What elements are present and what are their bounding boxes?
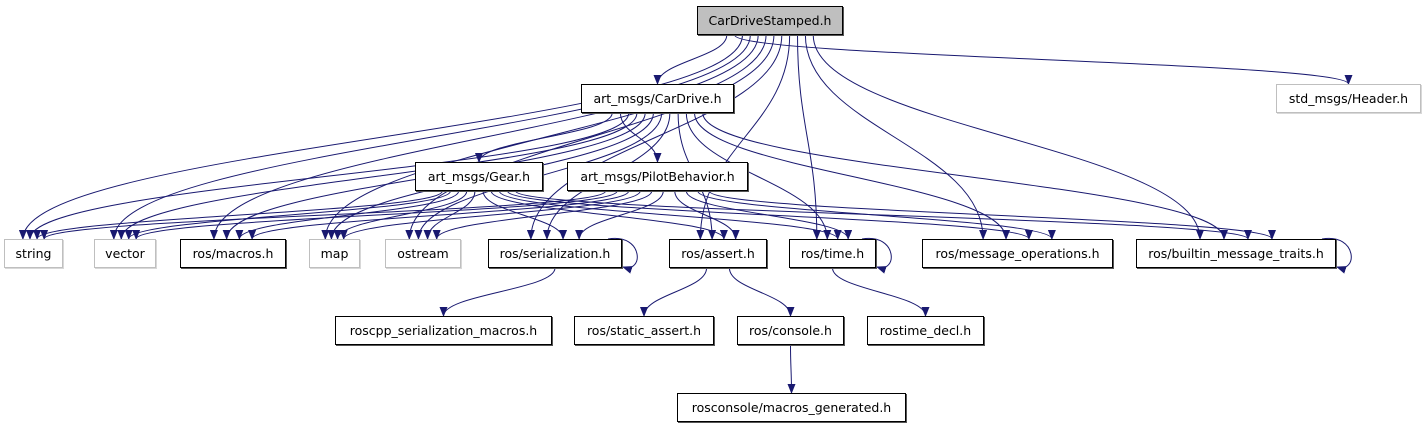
- edge-art-msgs-pilotbehavior-h-to-ros-time-h: [685, 190, 853, 240]
- edge-art-msgs-pilotbehavior-h-to-ros-serialization-h: [575, 190, 664, 240]
- edge-cardrivestamped-h-to-std-msgs-header-h: [734, 34, 1353, 85]
- edge-ros-assert-h-to-ros-console-h: [728, 267, 795, 317]
- edge-art-msgs-pilotbehavior-h-to-ostream: [432, 190, 653, 240]
- node-label: map: [320, 246, 349, 261]
- node-ros-static-assert[interactable]: ros/static_assert.h: [574, 316, 714, 345]
- edge-cardrivestamped-h-to-art-msgs-cardrive-h: [653, 34, 728, 85]
- node-label: ros/macros.h: [192, 246, 274, 261]
- node-label: ostream: [397, 246, 449, 261]
- node-label: ros/console.h: [749, 323, 832, 338]
- node-label: string: [15, 246, 52, 261]
- node-cardrivestamped[interactable]: CarDriveStamped.h: [697, 6, 843, 35]
- edge-art-msgs-pilotbehavior-h-to-ros-assert-h: [674, 190, 740, 240]
- edge-art-msgs-cardrive-h-to-string: [26, 112, 630, 240]
- edge-art-msgs-cardrive-h-to-art-msgs-gear-h: [475, 112, 613, 163]
- node-label: rostime_decl.h: [879, 323, 972, 338]
- node-string[interactable]: string: [4, 239, 63, 268]
- edge-art-msgs-pilotbehavior-h-to-ros-message-operations-h: [697, 190, 1056, 240]
- node-label: vector: [105, 246, 145, 261]
- node-label: ros/assert.h: [681, 246, 755, 261]
- edge-art-msgs-gear-h-to-string: [33, 190, 443, 240]
- edge-art-msgs-cardrive-h-to-ros-time-h: [685, 112, 832, 240]
- node-ros-console[interactable]: ros/console.h: [737, 316, 844, 345]
- edge-art-msgs-pilotbehavior-h-to-vector: [132, 190, 618, 240]
- edge-cardrivestamped-h-to-ros-time-h: [797, 34, 821, 240]
- edge-art-msgs-gear-h-to-ros-builtin-message-traits-h: [515, 190, 1252, 240]
- node-ros-time[interactable]: ros/time.h: [789, 239, 876, 268]
- node-rosconsole-macros-generated[interactable]: rosconsole/macros_generated.h: [677, 393, 906, 422]
- edge-art-msgs-gear-h-to-ros-assert-h: [490, 190, 728, 240]
- node-rostime-decl[interactable]: rostime_decl.h: [867, 316, 984, 345]
- node-label: ros/message_operations.h: [935, 246, 1100, 261]
- edge-cardrivestamped-h-to-ros-assert-h: [696, 34, 791, 240]
- node-label: ros/time.h: [800, 246, 865, 261]
- edge-art-msgs-gear-h-to-vector: [124, 190, 451, 240]
- node-label: rosconsole/macros_generated.h: [691, 400, 892, 415]
- node-map[interactable]: map: [309, 239, 360, 268]
- edge-ros-console-h-to-rosconsole-macros-generated-h: [787, 344, 796, 394]
- edge-cardrivestamped-h-to-ros-serialization-h: [526, 34, 783, 240]
- node-label: ros/serialization.h: [499, 246, 611, 261]
- node-label: art_msgs/PilotBehavior.h: [580, 169, 735, 184]
- node-label: roscpp_serialization_macros.h: [349, 323, 538, 338]
- edge-cardrivestamped-h-to-ros-macros-h: [209, 34, 759, 240]
- edge-art-msgs-pilotbehavior-h-to-ros-builtin-message-traits-h: [708, 190, 1276, 240]
- edge-ros-builtin-message-traits-h-to-ros-builtin-message-traits-h: [1321, 238, 1352, 274]
- edge-art-msgs-cardrive-h-to-vector: [117, 112, 638, 240]
- edge-cardrivestamped-h-to-ros-message-operations-h: [804, 34, 988, 240]
- edge-ros-time-h-to-rostime-decl-h: [832, 267, 930, 317]
- node-label: CarDriveStamped.h: [708, 13, 832, 28]
- node-ostream[interactable]: ostream: [385, 239, 461, 268]
- edge-art-msgs-pilotbehavior-h-to-string: [40, 190, 607, 240]
- node-label: std_msgs/Header.h: [1288, 91, 1409, 106]
- edge-art-msgs-pilotbehavior-h-to-ros-macros-h: [248, 190, 630, 240]
- node-label: art_msgs/CarDrive.h: [593, 91, 722, 106]
- node-label: art_msgs/Gear.h: [427, 169, 531, 184]
- edge-art-msgs-cardrive-h-to-ros-message-operations-h: [694, 112, 1010, 240]
- node-label: ros/static_assert.h: [586, 323, 702, 338]
- edge-cardrivestamped-h-to-ostream: [405, 34, 775, 240]
- edge-ros-serialization-h-to-roscpp-serialization-macros-h: [439, 267, 556, 317]
- edge-art-msgs-cardrive-h-to-art-msgs-pilotbehavior-h: [619, 112, 662, 163]
- edge-cardrivestamped-h-to-ros-builtin-message-traits-h: [812, 34, 1204, 240]
- edge-ros-time-h-to-ros-time-h: [861, 238, 892, 274]
- node-art-msgs-pilotbehavior[interactable]: art_msgs/PilotBehavior.h: [567, 162, 748, 191]
- edge-art-msgs-cardrive-h-to-ros-builtin-message-traits-h: [702, 112, 1228, 240]
- edge-art-msgs-pilotbehavior-h-to-map: [339, 190, 641, 240]
- node-ros-assert[interactable]: ros/assert.h: [669, 239, 767, 268]
- node-label: ros/builtin_message_traits.h: [1148, 246, 1324, 261]
- node-ros-macros[interactable]: ros/macros.h: [180, 239, 286, 268]
- node-roscpp-serialization-macros[interactable]: roscpp_serialization_macros.h: [335, 316, 552, 345]
- node-vector[interactable]: vector: [94, 239, 156, 268]
- edge-art-msgs-gear-h-to-ros-serialization-h: [482, 190, 568, 240]
- edge-ros-assert-h-to-ros-static-assert-h: [640, 267, 708, 317]
- edge-art-msgs-gear-h-to-ros-time-h: [498, 190, 842, 240]
- edge-cardrivestamped-h-to-string: [18, 34, 743, 240]
- edge-ros-serialization-h-to-ros-serialization-h: [607, 238, 638, 274]
- edge-art-msgs-gear-h-to-ostream: [423, 190, 476, 240]
- node-ros-serialization[interactable]: ros/serialization.h: [488, 239, 622, 268]
- edge-cardrivestamped-h-to-vector: [109, 34, 751, 240]
- node-ros-builtin-message-traits[interactable]: ros/builtin_message_traits.h: [1136, 239, 1336, 268]
- node-art-msgs-cardrive[interactable]: art_msgs/CarDrive.h: [581, 84, 734, 113]
- node-std-msgs-header[interactable]: std_msgs/Header.h: [1276, 84, 1421, 113]
- node-ros-message-operations[interactable]: ros/message_operations.h: [922, 239, 1113, 268]
- node-art-msgs-gear[interactable]: art_msgs/Gear.h: [415, 162, 543, 191]
